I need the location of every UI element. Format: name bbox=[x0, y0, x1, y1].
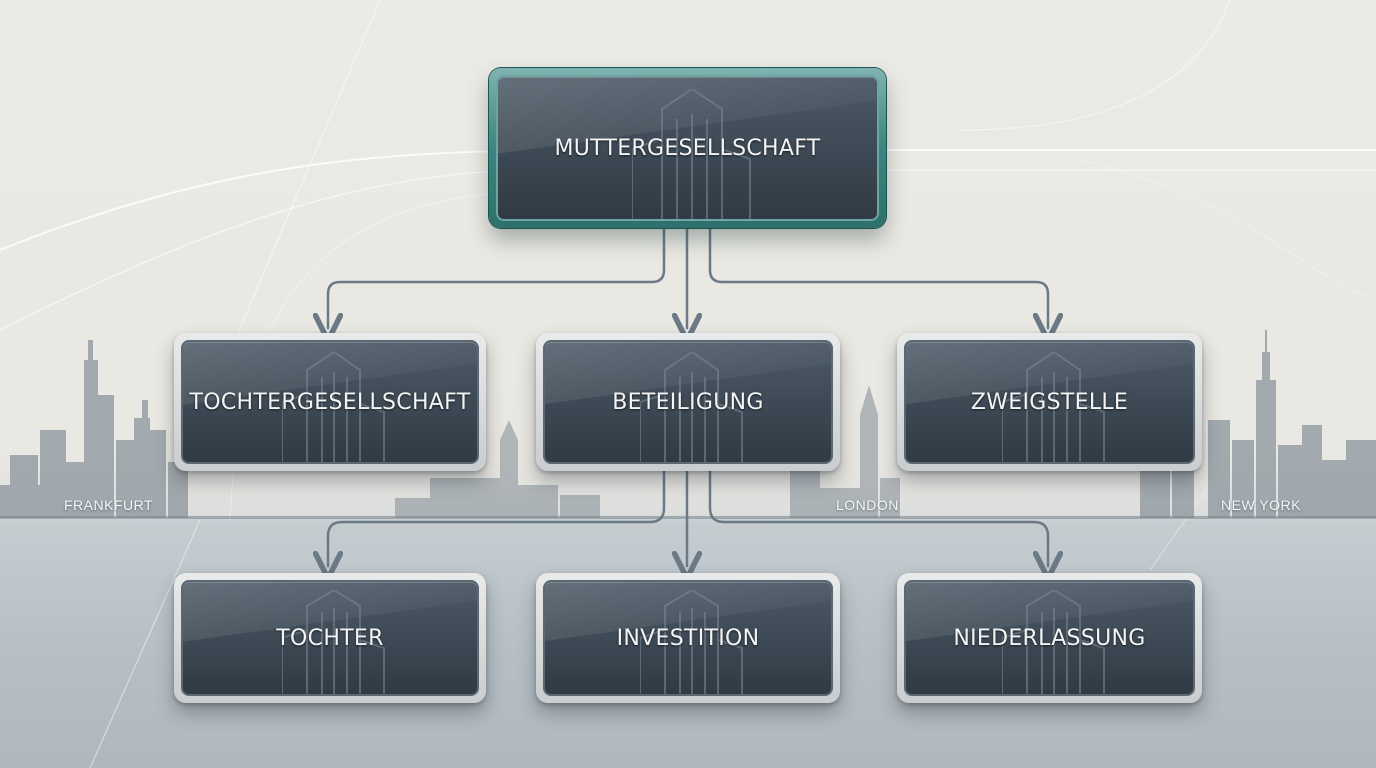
node-label: MUTTERGESELLSCHAFT bbox=[554, 135, 821, 161]
city-label-new-york: NEW YORK bbox=[1221, 497, 1301, 513]
node-muttergesellschaft: MUTTERGESELLSCHAFT bbox=[489, 68, 886, 228]
node-label: ZWEIGSTELLE bbox=[970, 389, 1129, 415]
frankfurt-skyline bbox=[0, 340, 188, 518]
building-icon bbox=[640, 352, 743, 462]
connector-root-to-tochtergesellschaft bbox=[328, 226, 666, 328]
connector-beteiligung-to-niederlassung bbox=[708, 468, 1048, 566]
node-label: TOCHTERGESELLSCHAFT bbox=[189, 389, 471, 415]
building-icon bbox=[1001, 590, 1105, 694]
node-label: INVESTITION bbox=[616, 625, 760, 651]
city-label-frankfurt: FRANKFURT bbox=[64, 497, 154, 513]
node-zweigstelle-panel: ZWEIGSTELLE bbox=[904, 340, 1195, 464]
building-icon bbox=[631, 89, 751, 219]
node-niederlassung-panel: NIEDERLASSUNG bbox=[904, 580, 1195, 696]
london-skyline bbox=[395, 385, 900, 518]
node-muttergesellschaft-panel: MUTTERGESELLSCHAFT bbox=[496, 75, 879, 221]
node-investition: INVESTITION bbox=[536, 573, 840, 703]
node-beteiligung: BETEILIGUNG bbox=[536, 333, 840, 471]
node-tochter: TOCHTER bbox=[174, 573, 486, 703]
node-tochter-panel: TOCHTER bbox=[181, 580, 479, 696]
building-icon bbox=[282, 352, 385, 462]
node-beteiligung-panel: BETEILIGUNG bbox=[543, 340, 833, 464]
node-label: TOCHTER bbox=[276, 625, 384, 651]
node-label: BETEILIGUNG bbox=[612, 389, 764, 415]
node-label: NIEDERLASSUNG bbox=[953, 625, 1146, 651]
building-icon bbox=[640, 590, 743, 694]
connector-root-to-zweigstelle bbox=[708, 226, 1048, 328]
newyork-skyline bbox=[1140, 330, 1376, 518]
connector-beteiligung-to-tochter bbox=[328, 468, 666, 566]
node-tochtergesellschaft-panel: TOCHTERGESELLSCHAFT bbox=[181, 340, 479, 464]
node-niederlassung: NIEDERLASSUNG bbox=[897, 573, 1202, 703]
node-zweigstelle: ZWEIGSTELLE bbox=[897, 333, 1202, 471]
building-icon bbox=[1001, 352, 1105, 462]
node-investition-panel: INVESTITION bbox=[543, 580, 833, 696]
node-tochtergesellschaft: TOCHTERGESELLSCHAFT bbox=[174, 333, 486, 471]
city-label-london: LONDON bbox=[836, 497, 899, 513]
building-icon bbox=[282, 590, 385, 694]
